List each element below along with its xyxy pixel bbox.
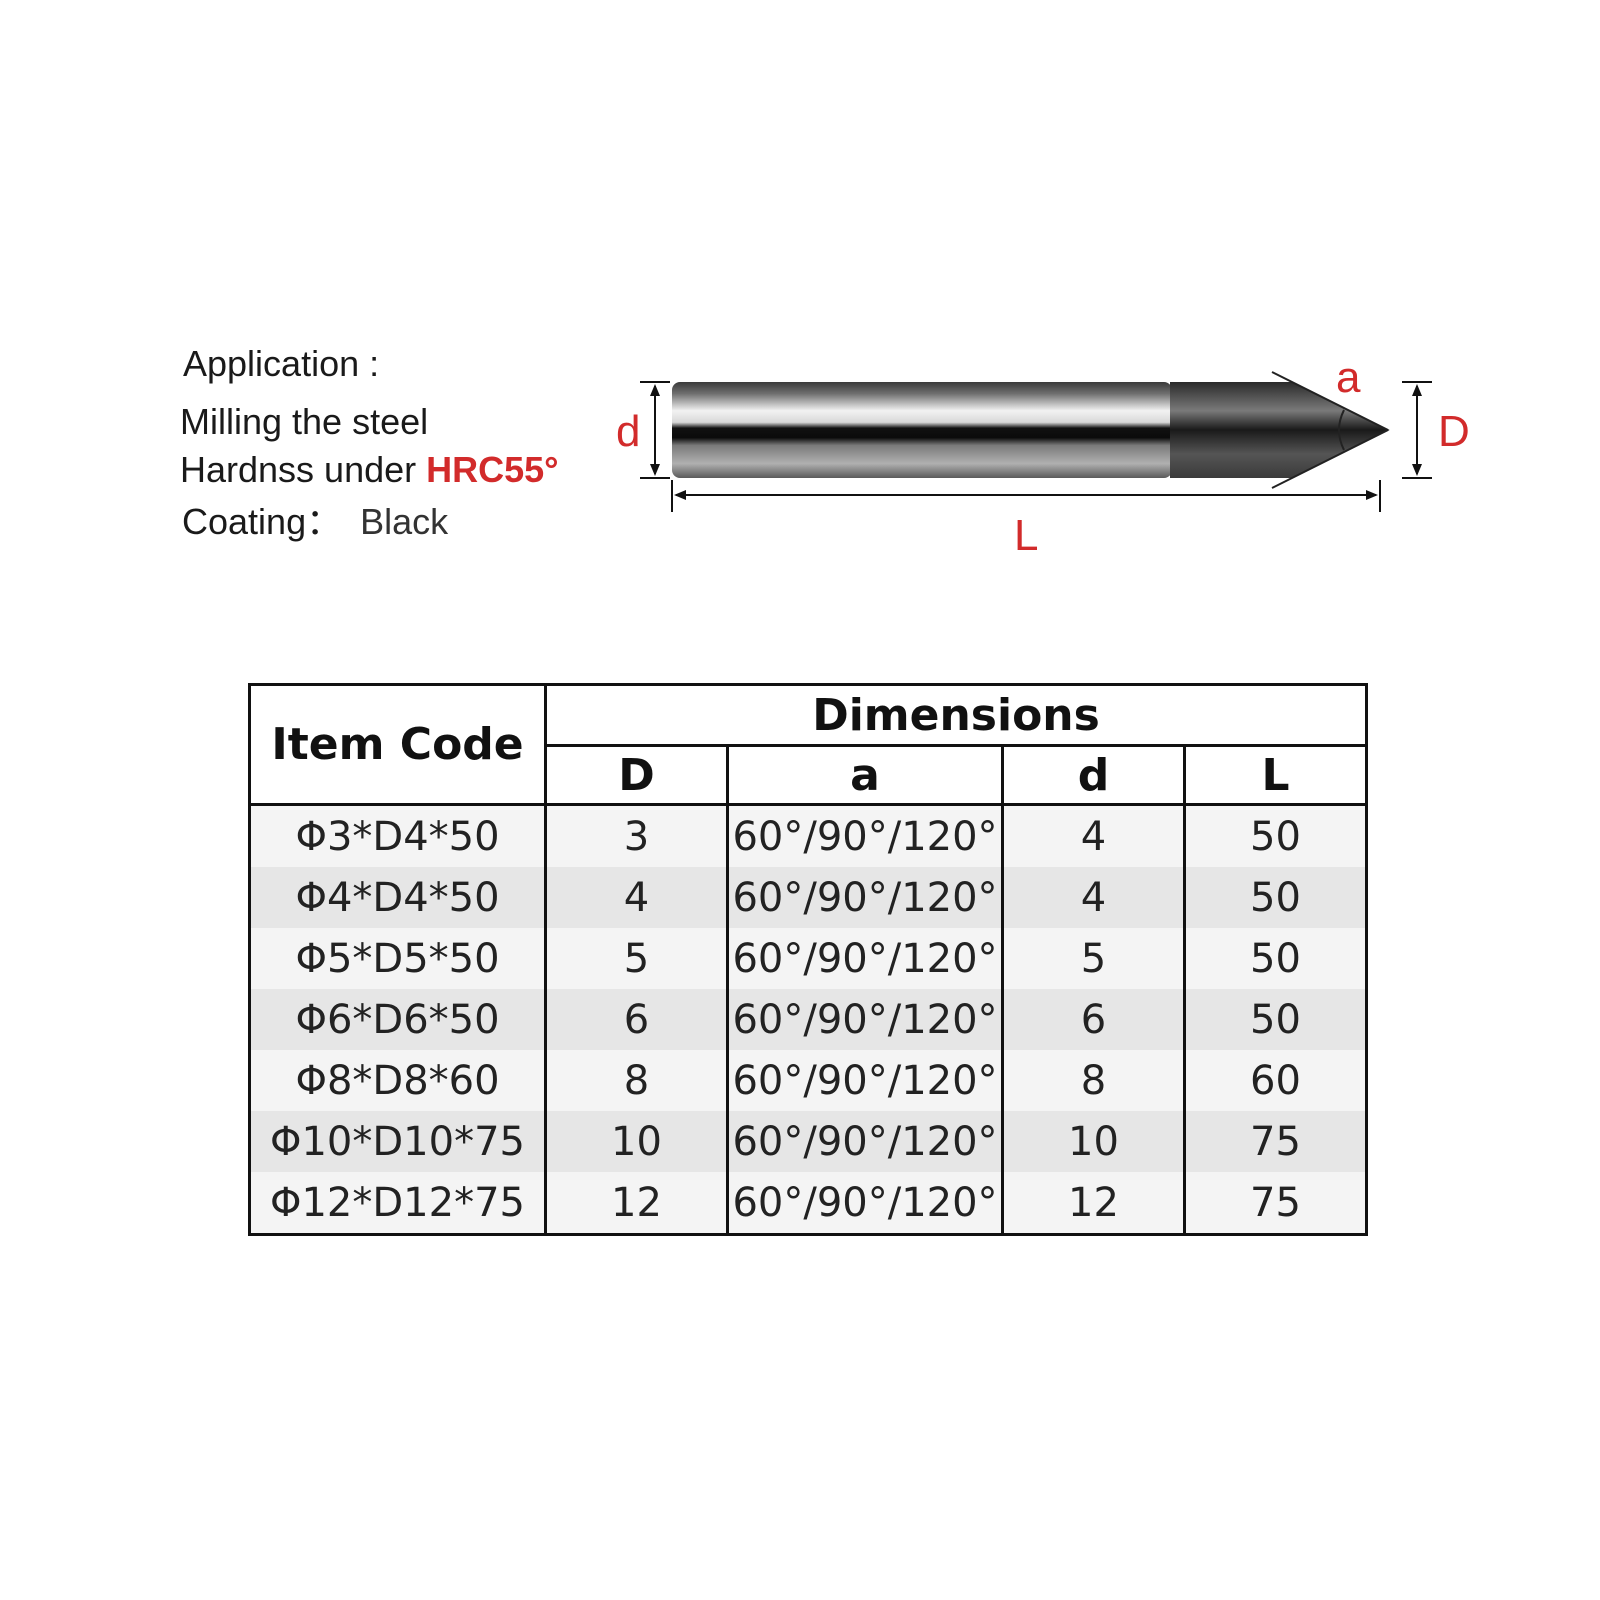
D-dimension: D bbox=[1402, 381, 1470, 479]
application-line-1: Milling the steel bbox=[180, 401, 429, 442]
label-D: D bbox=[1438, 407, 1470, 456]
shank-d-cell: 12 bbox=[1001, 1172, 1186, 1236]
table-row: Φ5*D5*50 5 60°/90°/120° 5 50 bbox=[248, 928, 1369, 989]
coating-value: Black bbox=[360, 501, 449, 542]
angle-cell: 60°/90°/120° bbox=[726, 989, 1004, 1050]
column-header-d: d bbox=[1001, 744, 1186, 806]
angle-cell: 60°/90°/120° bbox=[726, 804, 1004, 867]
label-d: d bbox=[616, 407, 640, 456]
item-code-cell: Φ5*D5*50 bbox=[248, 928, 547, 989]
shank-d-cell: 10 bbox=[1001, 1111, 1186, 1172]
d-value-cell: 4 bbox=[544, 867, 729, 928]
item-code-cell: Φ10*D10*75 bbox=[248, 1111, 547, 1172]
label-L: L bbox=[1014, 511, 1038, 560]
d-value-cell: 10 bbox=[544, 1111, 729, 1172]
L-dimension: L bbox=[671, 480, 1381, 560]
d-value-cell: 12 bbox=[544, 1172, 729, 1236]
angle-cell: 60°/90°/120° bbox=[726, 928, 1004, 989]
column-header-L: L bbox=[1182, 744, 1369, 806]
coating-label: Coating： bbox=[182, 501, 343, 542]
length-cell: 50 bbox=[1182, 867, 1369, 928]
table-row: Φ12*D12*75 12 60°/90°/120° 12 75 bbox=[248, 1172, 1369, 1236]
table-row: Φ6*D6*50 6 60°/90°/120° 6 50 bbox=[248, 989, 1369, 1050]
coating-line: Coating： Black bbox=[182, 498, 448, 546]
item-code-cell: Φ6*D6*50 bbox=[248, 989, 547, 1050]
item-code-cell: Φ4*D4*50 bbox=[248, 867, 547, 928]
column-header-D: D bbox=[544, 744, 729, 806]
table-row: Φ4*D4*50 4 60°/90°/120° 4 50 bbox=[248, 867, 1369, 928]
column-header-a: a bbox=[726, 744, 1004, 806]
tool-diagram: d D a L bbox=[616, 353, 1470, 560]
shank-d-cell: 4 bbox=[1001, 867, 1186, 928]
application-line-2: Hardnss under HRC55° bbox=[180, 446, 559, 494]
length-cell: 60 bbox=[1182, 1050, 1369, 1111]
hardness-value: HRC55° bbox=[426, 449, 559, 490]
angle-cell: 60°/90°/120° bbox=[726, 867, 1004, 928]
item-code-cell: Φ3*D4*50 bbox=[248, 804, 547, 867]
table-row: Φ3*D4*50 3 60°/90°/120° 4 50 bbox=[248, 804, 1369, 867]
d-value-cell: 8 bbox=[544, 1050, 729, 1111]
angle-a: a bbox=[1271, 353, 1389, 489]
item-code-cell: Φ12*D12*75 bbox=[248, 1172, 547, 1236]
angle-cell: 60°/90°/120° bbox=[726, 1111, 1004, 1172]
d-value-cell: 3 bbox=[544, 804, 729, 867]
shank-d-cell: 5 bbox=[1001, 928, 1186, 989]
application-label: Application : bbox=[183, 343, 380, 384]
length-cell: 50 bbox=[1182, 928, 1369, 989]
dimensions-table: Item Code Dimensions D a d L Φ3*D4*50 3 … bbox=[248, 683, 1369, 1236]
d-value-cell: 6 bbox=[544, 989, 729, 1050]
length-cell: 75 bbox=[1182, 1111, 1369, 1172]
shank-d-cell: 8 bbox=[1001, 1050, 1186, 1111]
angle-cell: 60°/90°/120° bbox=[726, 1050, 1004, 1111]
angle-cell: 60°/90°/120° bbox=[726, 1172, 1004, 1236]
d-dimension: d bbox=[616, 381, 670, 479]
shank-d-cell: 6 bbox=[1001, 989, 1186, 1050]
table-row: Φ8*D8*60 8 60°/90°/120° 8 60 bbox=[248, 1050, 1369, 1111]
length-cell: 75 bbox=[1182, 1172, 1369, 1236]
d-value-cell: 5 bbox=[544, 928, 729, 989]
length-cell: 50 bbox=[1182, 804, 1369, 867]
tool-shank bbox=[672, 382, 1172, 478]
shank-d-cell: 4 bbox=[1001, 804, 1186, 867]
item-code-header: Item Code bbox=[248, 683, 547, 806]
label-a: a bbox=[1336, 353, 1361, 402]
dimensions-header: Dimensions bbox=[543, 683, 1369, 747]
hardness-text: Hardnss under bbox=[180, 449, 427, 490]
length-cell: 50 bbox=[1182, 989, 1369, 1050]
item-code-cell: Φ8*D8*60 bbox=[248, 1050, 547, 1111]
table-row: Φ10*D10*75 10 60°/90°/120° 10 75 bbox=[248, 1111, 1369, 1172]
